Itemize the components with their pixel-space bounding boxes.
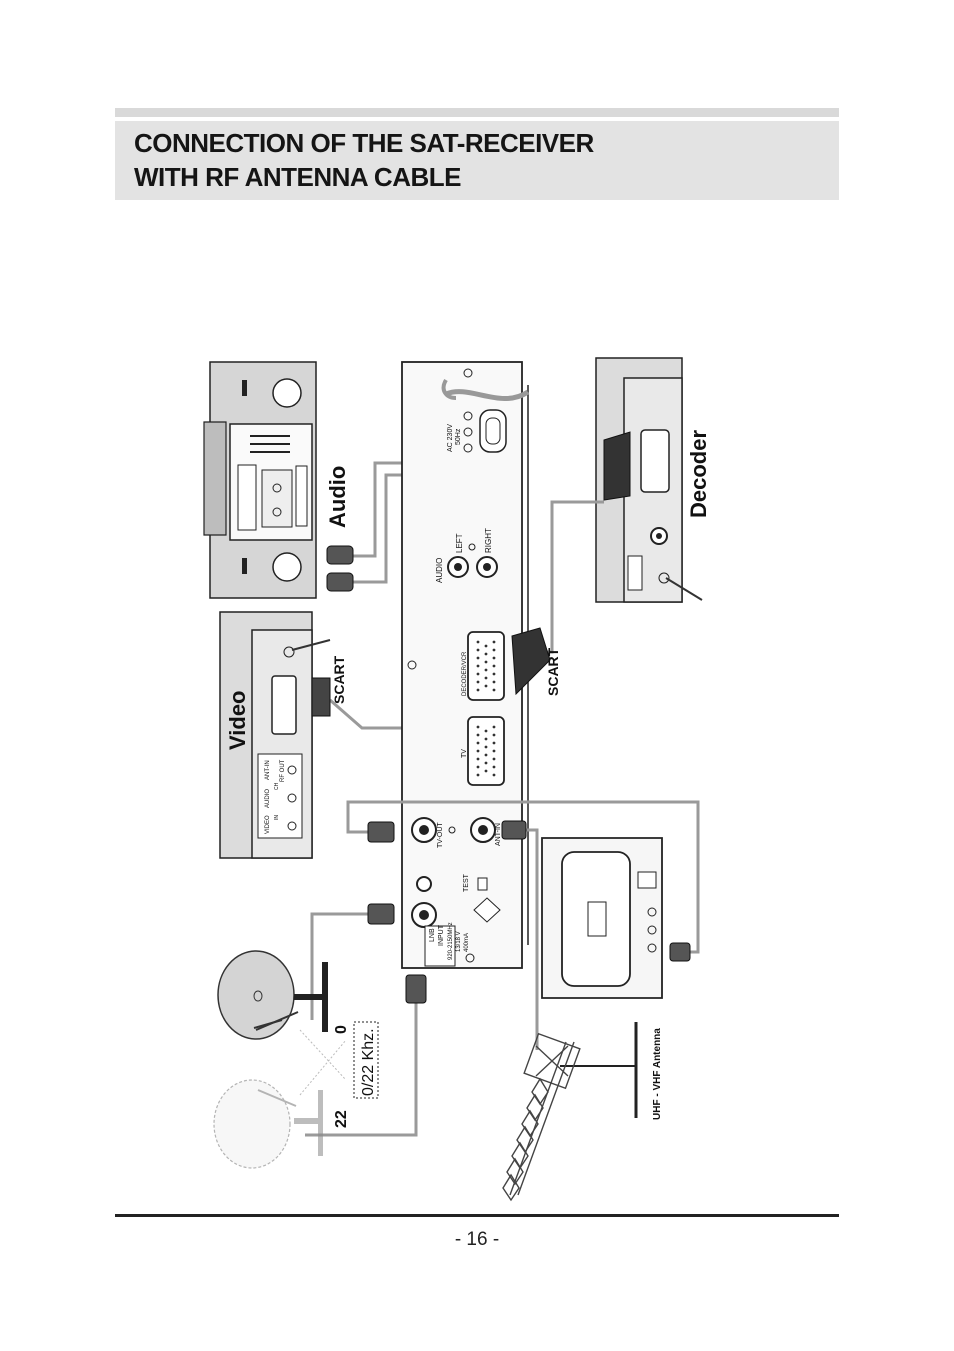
section-header [115, 121, 839, 200]
lnb-freq-label: 920-2150MHz [448, 922, 454, 960]
ac-voltage-label: AC 230V [447, 424, 454, 452]
rf-plug-icon [405, 974, 427, 1004]
scart-label-left: SCART [331, 655, 347, 704]
footer-rule [115, 1214, 839, 1217]
lnb-current-label: 400mA [464, 933, 470, 952]
khz-label: 0/22 Khz. [360, 1028, 377, 1096]
vcr-rfout-label: RF OUT [280, 759, 286, 782]
tv-scart-socket [467, 716, 505, 786]
rf-plug-icon [501, 820, 527, 840]
antenna-label: UHF - VHF Antenna [652, 1028, 663, 1120]
decoder-label: Decoder [686, 430, 711, 518]
scart-socket-icon [271, 675, 297, 735]
rf-plug-icon [669, 942, 691, 962]
left-port-label: LEFT [455, 533, 464, 553]
scart-label-right: SCART [545, 647, 561, 696]
lnb-voltage-label: 13/18 V [456, 931, 462, 952]
scart-socket-icon [640, 429, 670, 493]
frequency-label: 50Hz [455, 428, 462, 445]
tv-port-label: TV [461, 749, 468, 758]
decoder-scart-socket [467, 631, 505, 701]
rca-plug-icon [326, 545, 354, 565]
tv-out-label: TV-OUT [437, 822, 444, 848]
video-label: Video [225, 690, 250, 750]
rca-plug-icon [326, 572, 354, 592]
lnb-input-label: INPUT [438, 924, 445, 946]
decoder-box [595, 357, 703, 603]
dish-22-label: 22 [333, 1110, 350, 1128]
vcr-video-label: VIDEO [265, 815, 271, 834]
scart-plug-icon [511, 627, 551, 696]
vcr-antin-label: ANT-IN [265, 760, 271, 780]
header-top-rule [115, 108, 839, 117]
vcr-ch-label: CH [274, 782, 280, 790]
audio-amplifier [203, 361, 317, 599]
audio-label: Audio [325, 466, 350, 528]
satellite-dish-icon [217, 950, 328, 1040]
signal-lines [299, 1029, 347, 1096]
khz-frame [353, 1021, 379, 1099]
vcr-in-label: IN [274, 815, 280, 820]
dish-zero-label: 0 [333, 1025, 350, 1034]
uhf-vhf-antenna-icon [502, 1022, 638, 1202]
ant-in-label: ANT-IN [495, 823, 502, 846]
scart-plug-icon [603, 431, 631, 501]
page-title-line-2: WITH RF ANTENNA CABLE [134, 162, 461, 192]
sat-receiver [401, 361, 530, 969]
vcr-audio-label: AUDIO [265, 789, 271, 808]
right-port-label: RIGHT [484, 528, 493, 553]
scart-plug-icon [311, 677, 331, 717]
test-label: TEST [463, 873, 470, 892]
lnb-label: LNB [429, 928, 436, 942]
page-number: - 16 - [454, 1229, 500, 1250]
scart-cable-decoder [540, 500, 604, 654]
video-recorder [219, 611, 331, 859]
rf-cables [305, 800, 700, 1137]
decoder-port-label: DECODER/VCR [462, 651, 468, 696]
page-title-line-1: CONNECTION OF THE SAT-RECEIVER [134, 128, 594, 158]
audio-port-label: AUDIO [435, 558, 444, 583]
rf-plug-icon [367, 903, 395, 925]
rf-plug-icon [367, 821, 395, 843]
tv-set [541, 837, 663, 999]
satellite-dish-icon-secondary [213, 1079, 323, 1169]
